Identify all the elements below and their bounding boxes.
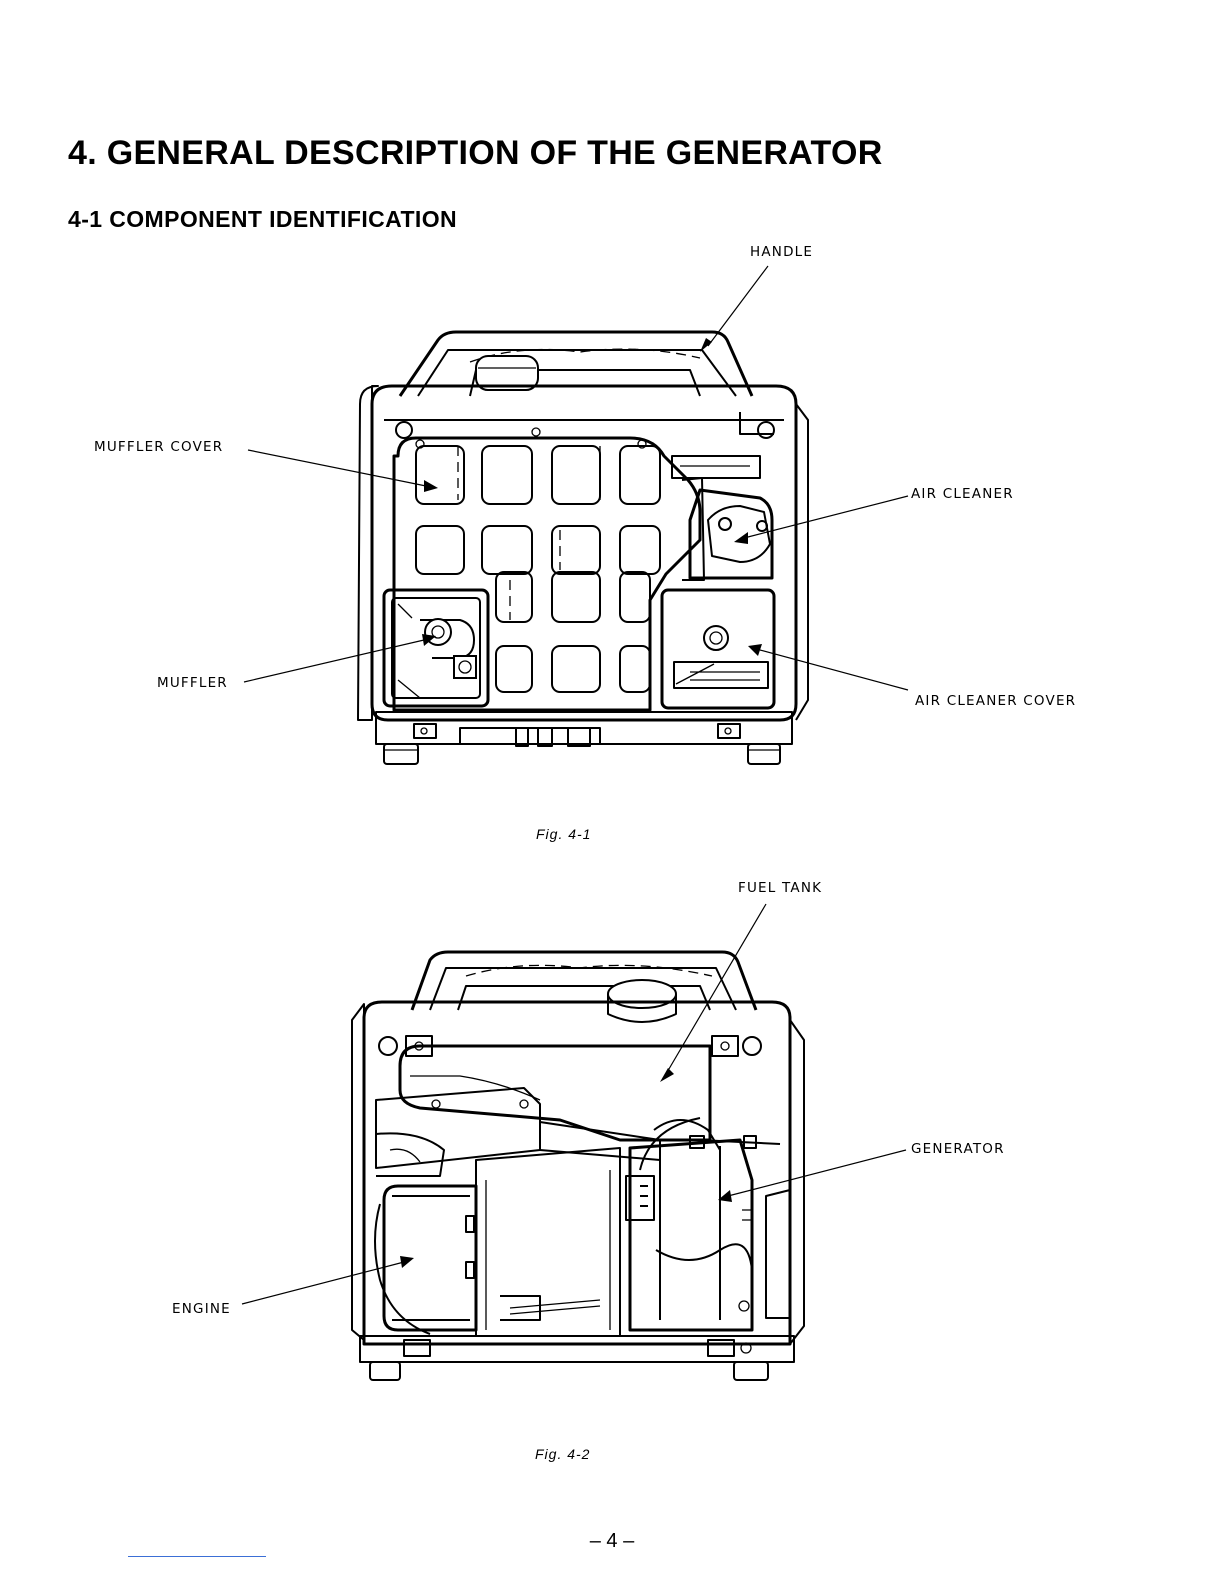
label-fuel-tank: FUEL TANK: [738, 880, 822, 896]
page-number: – 4 –: [0, 1530, 1224, 1553]
generator-shape: [626, 1118, 790, 1330]
label-engine: ENGINE: [172, 1301, 231, 1317]
leader-engine: [242, 1262, 404, 1304]
frame-shape-2: [352, 1002, 804, 1380]
label-generator: GENERATOR: [911, 1141, 1005, 1157]
engine-upper-shape: [376, 1088, 660, 1176]
fuel-tank-shape: [400, 1046, 710, 1140]
footer-divider: [128, 1556, 266, 1557]
leader-generator: [728, 1150, 906, 1196]
leader-fuel-tank: [666, 904, 766, 1074]
figure-caption-4-2: Fig. 4-2: [535, 1446, 590, 1462]
